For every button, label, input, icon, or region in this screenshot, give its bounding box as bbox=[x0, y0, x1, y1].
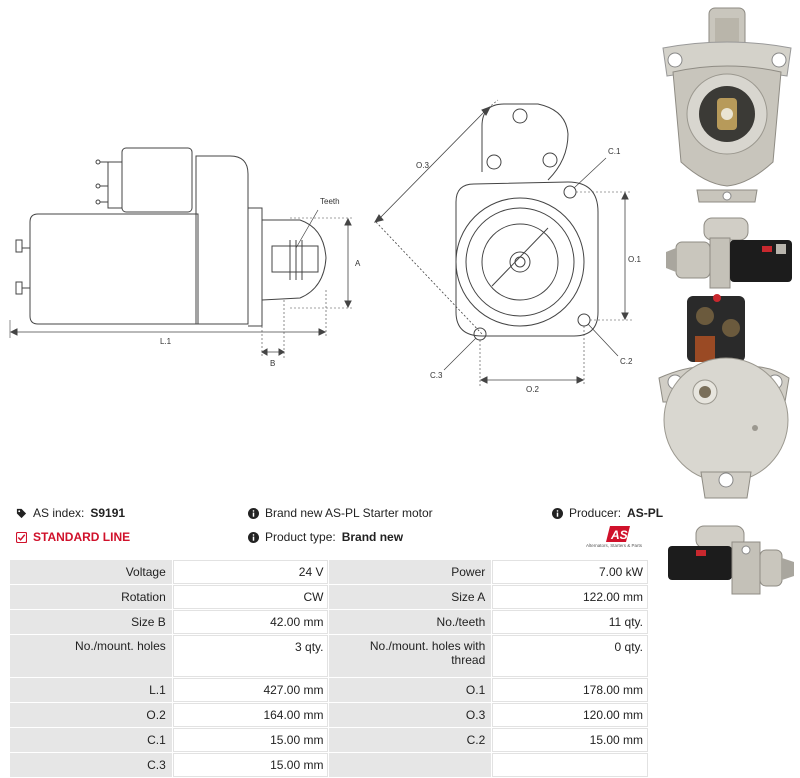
spec-value: 178.00 mm bbox=[492, 678, 648, 702]
specifications-table: Voltage 24 V Power 7.00 kW Rotation CW S… bbox=[9, 559, 649, 778]
dim-c3-label: C.3 bbox=[430, 371, 443, 380]
spec-value: 42.00 mm bbox=[172, 610, 329, 634]
as-index-row: AS index: S9191 bbox=[16, 506, 125, 520]
spec-value: 164.00 mm bbox=[172, 703, 329, 727]
spec-key: L.1 bbox=[10, 678, 172, 702]
product-line: STANDARD LINE bbox=[33, 530, 131, 544]
table-row: No./mount. holes 3 qty. No./mount. holes… bbox=[10, 635, 648, 677]
spec-key: No./teeth bbox=[329, 610, 492, 634]
spec-key: O.2 bbox=[10, 703, 172, 727]
spec-key: Voltage bbox=[10, 560, 172, 584]
producer-label: Producer: bbox=[569, 506, 622, 520]
side-view-drawing: Teeth A B L.1 bbox=[0, 140, 370, 370]
as-pl-logo: AS Alternators, Starters & Parts bbox=[586, 524, 652, 552]
product-type-row: Product type: Brand new bbox=[248, 530, 403, 544]
table-row: Voltage 24 V Power 7.00 kW bbox=[10, 560, 648, 584]
spec-key: Size A bbox=[329, 585, 492, 609]
spec-key bbox=[329, 753, 492, 777]
producer-value: AS-PL bbox=[627, 506, 664, 520]
standard-line-badge: STANDARD LINE bbox=[16, 530, 130, 544]
info-icon bbox=[552, 507, 563, 519]
spec-value: 15.00 mm bbox=[172, 728, 329, 752]
as-index-value: S9191 bbox=[90, 506, 126, 520]
checkbox-check-icon bbox=[16, 531, 27, 543]
spec-value: 120.00 mm bbox=[492, 703, 648, 727]
table-row: O.2 164.00 mm O.3 120.00 mm bbox=[10, 703, 648, 727]
spec-key: No./mount. holes bbox=[10, 635, 172, 677]
description-row: Brand new AS-PL Starter motor bbox=[248, 506, 433, 520]
tags-icon bbox=[16, 508, 27, 518]
dim-a-label: A bbox=[355, 259, 361, 268]
spec-value: 15.00 mm bbox=[492, 728, 648, 752]
spec-value: 11 qty. bbox=[492, 610, 648, 634]
dim-o1-label: O.1 bbox=[628, 255, 641, 264]
product-type-label: Product type: bbox=[265, 530, 336, 544]
logo-mark: AS bbox=[610, 528, 628, 542]
dim-l1-label: L.1 bbox=[160, 337, 172, 346]
product-photo-side bbox=[664, 212, 798, 292]
table-row: Size B 42.00 mm No./teeth 11 qty. bbox=[10, 610, 648, 634]
spec-value: 0 qty. bbox=[492, 635, 648, 677]
logo-tagline: Alternators, Starters & Parts bbox=[586, 543, 643, 548]
product-description: Brand new AS-PL Starter motor bbox=[265, 506, 433, 520]
spec-key: C.1 bbox=[10, 728, 172, 752]
spec-value: 3 qty. bbox=[172, 635, 329, 677]
spec-key: Rotation bbox=[10, 585, 172, 609]
spec-value: 7.00 kW bbox=[492, 560, 648, 584]
dim-b-label: B bbox=[270, 359, 275, 368]
spec-value: 122.00 mm bbox=[492, 585, 648, 609]
spec-key: O.1 bbox=[329, 678, 492, 702]
spec-value bbox=[492, 753, 648, 777]
dim-c2-label: C.2 bbox=[620, 357, 633, 366]
dim-c1-label: C.1 bbox=[608, 147, 621, 156]
spec-key: Power bbox=[329, 560, 492, 584]
dim-o2-label: O.2 bbox=[526, 385, 539, 394]
table-row: C.3 15.00 mm bbox=[10, 753, 648, 777]
spec-value: 427.00 mm bbox=[172, 678, 329, 702]
table-row: Rotation CW Size A 122.00 mm bbox=[10, 585, 648, 609]
spec-value: 15.00 mm bbox=[172, 753, 329, 777]
producer-row: Producer: AS-PL bbox=[552, 506, 663, 520]
info-icon bbox=[248, 531, 259, 543]
spec-key: O.3 bbox=[329, 703, 492, 727]
spec-key: C.3 bbox=[10, 753, 172, 777]
product-photo-rear bbox=[655, 292, 797, 510]
product-photo-angle bbox=[660, 520, 798, 602]
spec-key: C.2 bbox=[329, 728, 492, 752]
spec-value: CW bbox=[172, 585, 329, 609]
table-row: L.1 427.00 mm O.1 178.00 mm bbox=[10, 678, 648, 702]
spec-key: Size B bbox=[10, 610, 172, 634]
front-view-drawing: O.3 C.1 O.1 C.2 C.3 O.2 bbox=[370, 90, 650, 400]
as-index-label: AS index: bbox=[33, 506, 85, 520]
dim-o3-label: O.3 bbox=[416, 161, 429, 170]
table-row: C.1 15.00 mm C.2 15.00 mm bbox=[10, 728, 648, 752]
spec-value: 24 V bbox=[172, 560, 329, 584]
product-photo-front bbox=[657, 2, 797, 207]
spec-key: No./mount. holes with thread bbox=[329, 635, 492, 677]
product-type-value: Brand new bbox=[341, 530, 404, 544]
teeth-label: Teeth bbox=[320, 197, 340, 206]
info-icon bbox=[248, 507, 259, 519]
